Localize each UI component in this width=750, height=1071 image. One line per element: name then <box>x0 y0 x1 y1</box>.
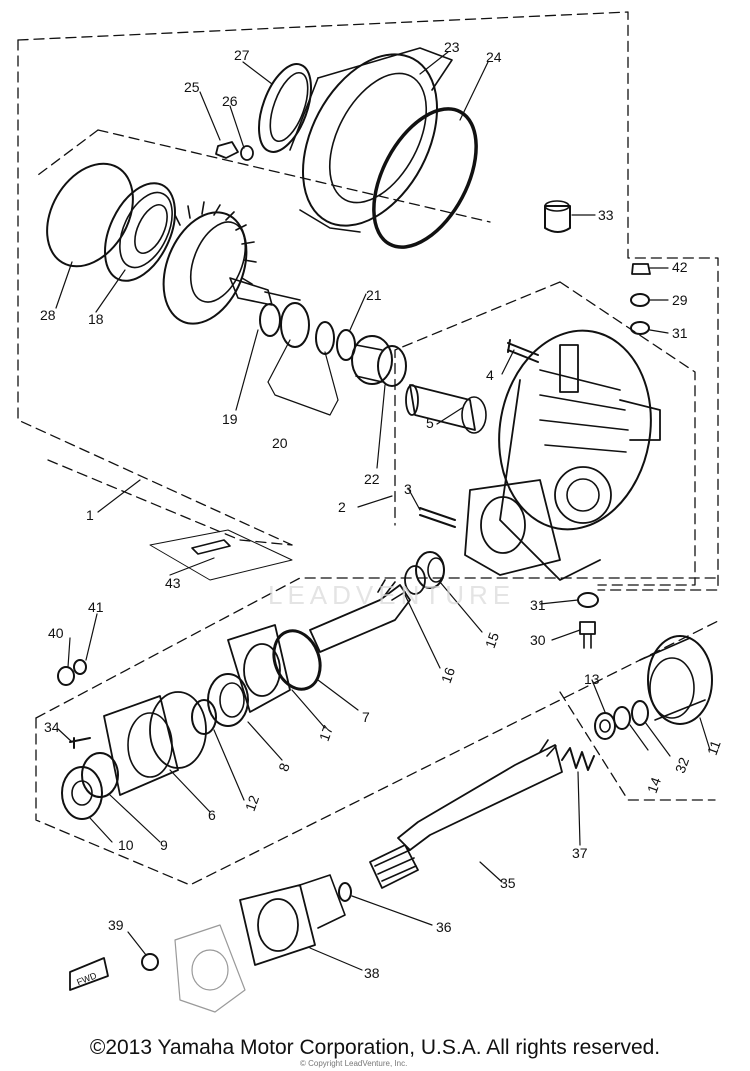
mounting-bracket-ghost <box>174 924 246 1013</box>
part-18-bearing <box>104 182 176 282</box>
callout-9: 9 <box>160 837 168 853</box>
ring-gear <box>162 201 301 325</box>
callout-2: 2 <box>338 499 346 515</box>
part-22-bearing <box>351 335 407 387</box>
callout-38: 38 <box>364 965 380 981</box>
callout-43: 43 <box>165 575 181 591</box>
part-25-nut <box>215 141 239 159</box>
part-23-gear-cover <box>289 47 453 233</box>
copyright-notice: ©2013 Yamaha Motor Corporation, U.S.A. A… <box>89 1036 661 1059</box>
callout-19: 19 <box>222 411 238 427</box>
callout-4: 4 <box>486 367 494 383</box>
callout-28: 28 <box>40 307 56 323</box>
part-14-washer <box>613 706 631 730</box>
callout-7: 7 <box>362 709 370 725</box>
callout-17: 17 <box>316 723 336 743</box>
callout-13: 13 <box>584 671 600 687</box>
callout-3: 3 <box>404 481 412 497</box>
part-32-circlip <box>631 700 649 726</box>
callout-40: 40 <box>48 625 64 641</box>
part-29-washer <box>630 293 650 307</box>
callout-39: 39 <box>108 917 124 933</box>
part-13-gear <box>594 712 616 740</box>
part-2-gear-case <box>464 329 661 581</box>
part-8-bearing <box>207 673 249 727</box>
callout-27: 27 <box>234 47 250 63</box>
callout-12: 12 <box>242 793 262 813</box>
part-24-o-ring <box>372 107 478 249</box>
part-31-washer-top <box>630 321 650 335</box>
callout-36: 36 <box>436 919 452 935</box>
callout-labels: 27 23 24 25 26 28 18 19 21 20 22 33 42 2… <box>40 39 724 987</box>
callout-31-top: 31 <box>672 325 688 341</box>
part-40-nut <box>57 666 75 686</box>
callout-14: 14 <box>644 775 664 795</box>
part-19-spacer <box>259 303 281 337</box>
fwd-arrow-icon <box>69 957 109 991</box>
part-38-joint-housing <box>239 874 346 966</box>
part-36-circlip <box>338 882 352 902</box>
callout-23: 23 <box>444 39 460 55</box>
part-28-shim <box>46 162 134 268</box>
part-41-washer <box>73 659 87 675</box>
callout-6: 6 <box>208 807 216 823</box>
part-42-plug <box>631 263 651 275</box>
part-35-drive-shaft <box>369 739 563 889</box>
watermark: LEADVENTURE <box>268 580 516 610</box>
callout-11: 11 <box>704 738 724 757</box>
part-31-washer-bottom <box>577 592 599 608</box>
callout-31-bottom: 31 <box>530 597 546 613</box>
callout-21: 21 <box>366 287 382 303</box>
part-3-stud <box>419 507 456 528</box>
callout-29: 29 <box>672 292 688 308</box>
part-5-shaft <box>405 384 487 434</box>
small-copyright-note: © Copyright LeadVenture, Inc. <box>300 1059 408 1068</box>
callout-26: 26 <box>222 93 238 109</box>
part-27-oil-seal <box>258 63 312 153</box>
callout-41: 41 <box>88 599 104 615</box>
callout-33: 33 <box>598 207 614 223</box>
part-30-bolt <box>579 621 596 649</box>
dashed-group-outlines <box>17 11 721 886</box>
part-10-coupling <box>61 766 103 820</box>
part-37-spring <box>561 747 595 771</box>
part-21-spacer <box>336 329 356 361</box>
callout-34: 34 <box>44 719 60 735</box>
part-4-stud <box>507 339 539 363</box>
part-15-bearing <box>415 551 445 589</box>
callout-37: 37 <box>572 845 588 861</box>
callout-24: 24 <box>486 49 502 65</box>
callout-5: 5 <box>426 415 434 431</box>
part-11-coupler <box>639 635 713 725</box>
callout-30: 30 <box>530 632 546 648</box>
part-16-pinion <box>309 565 426 653</box>
part-6-housing <box>103 691 207 796</box>
part-43-badge <box>191 539 231 555</box>
callout-22: 22 <box>364 471 380 487</box>
callout-20: 20 <box>272 435 288 451</box>
part-34-bolt <box>69 737 91 749</box>
callout-25: 25 <box>184 79 200 95</box>
callout-32: 32 <box>672 755 692 775</box>
part-33-cap <box>544 200 571 233</box>
part-17-housing <box>227 624 291 713</box>
part-7-o-ring <box>272 629 322 691</box>
callout-15: 15 <box>482 630 502 650</box>
part-26-washer <box>240 145 254 161</box>
callout-18: 18 <box>88 311 104 327</box>
callout-16: 16 <box>438 665 458 685</box>
part-39-bolt <box>141 953 159 971</box>
leader-lines <box>55 51 711 971</box>
callout-1: 1 <box>86 507 94 523</box>
part-20-shims <box>280 302 335 355</box>
part-9-seal <box>81 752 119 798</box>
callout-35: 35 <box>500 875 516 891</box>
callout-8: 8 <box>275 761 293 774</box>
part-12-seal <box>191 699 217 735</box>
callout-10: 10 <box>118 837 134 853</box>
callout-42: 42 <box>672 259 688 275</box>
